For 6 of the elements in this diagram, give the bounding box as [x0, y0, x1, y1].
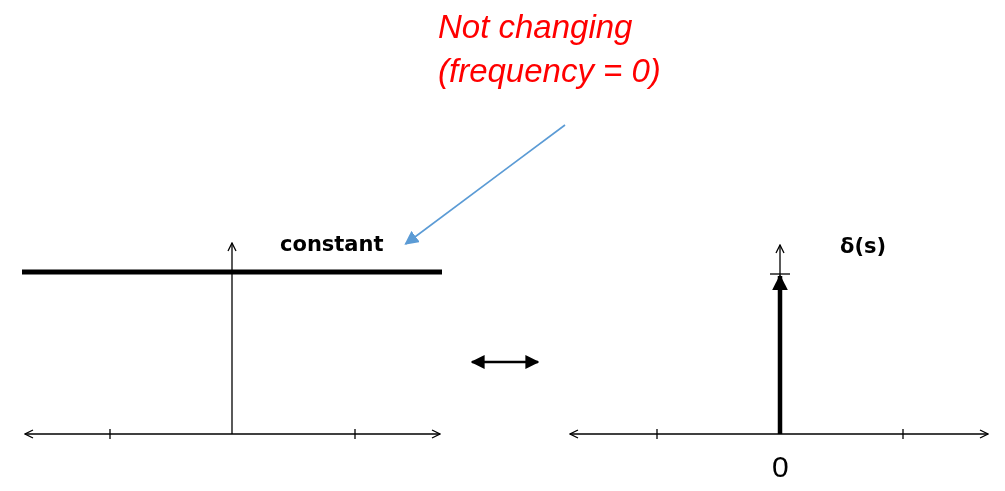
- leader-arrow: [404, 124, 566, 245]
- plot-label: constant: [280, 232, 384, 256]
- double-arrow: [470, 355, 540, 369]
- plot-label: δ(s): [840, 234, 887, 258]
- axis-label: 0: [772, 450, 789, 484]
- annotation-text: Not changing (frequency = 0): [438, 7, 662, 91]
